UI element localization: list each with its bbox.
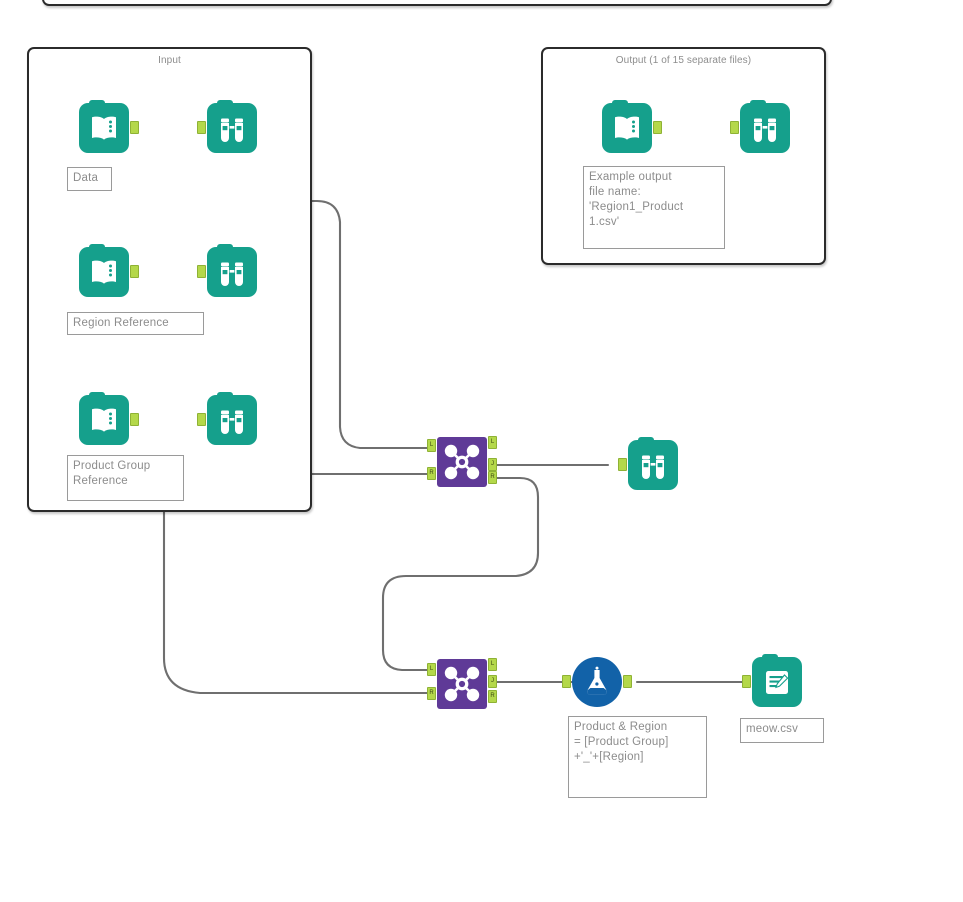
tool-formula[interactable] — [562, 657, 632, 707]
join-output-anchor-right[interactable]: R — [488, 471, 497, 484]
tool-browse-3[interactable] — [197, 392, 257, 445]
output-anchor[interactable] — [130, 265, 139, 278]
output-anchor[interactable] — [130, 121, 139, 134]
browse-icon — [207, 244, 257, 297]
browse-icon — [628, 437, 678, 490]
note-formula-expression[interactable]: Product & Region = [Product Group] +'_'+… — [568, 716, 707, 798]
tool-join-2[interactable]: L R L J R — [427, 658, 497, 709]
browse-icon — [207, 100, 257, 153]
tool-join-1[interactable]: L R L J R — [427, 436, 497, 487]
join-icon — [437, 437, 487, 487]
tool-output-data[interactable] — [742, 654, 802, 707]
tool-browse-2[interactable] — [197, 244, 257, 297]
input-anchor[interactable] — [197, 413, 206, 426]
formula-flask-icon — [572, 657, 622, 707]
join-output-anchor-left[interactable]: L — [488, 436, 497, 449]
container-input[interactable]: Input — [27, 47, 312, 512]
tool-output-browse[interactable] — [730, 100, 790, 153]
input-anchor[interactable] — [618, 458, 627, 471]
note-data[interactable]: Data — [67, 167, 112, 191]
output-anchor[interactable] — [653, 121, 662, 134]
output-data-icon — [752, 654, 802, 707]
note-meow-csv[interactable]: meow.csv — [740, 718, 824, 743]
join-input-anchor-right[interactable]: R — [427, 467, 436, 480]
join-input-anchor-right[interactable]: R — [427, 687, 436, 700]
input-anchor[interactable] — [562, 675, 571, 688]
input-anchor[interactable] — [197, 265, 206, 278]
note-example-output-filename[interactable]: Example output file name: 'Region1_Produ… — [583, 166, 725, 249]
join-output-anchor-join[interactable]: J — [488, 458, 497, 471]
input-anchor[interactable] — [197, 121, 206, 134]
input-data-icon — [79, 100, 129, 153]
output-anchor[interactable] — [130, 413, 139, 426]
container-output-title: Output (1 of 15 separate files) — [615, 55, 752, 66]
note-region-reference[interactable]: Region Reference — [67, 312, 204, 335]
container-partial-top[interactable] — [42, 0, 832, 6]
input-anchor[interactable] — [730, 121, 739, 134]
tool-input-data-2[interactable] — [79, 244, 139, 297]
output-anchor[interactable] — [623, 675, 632, 688]
input-data-icon — [79, 244, 129, 297]
browse-icon — [207, 392, 257, 445]
browse-icon — [740, 100, 790, 153]
join-input-anchor-left[interactable]: L — [427, 439, 436, 452]
tool-output-input-data[interactable] — [602, 100, 662, 153]
input-data-icon — [79, 392, 129, 445]
note-product-group-reference[interactable]: Product Group Reference — [67, 455, 184, 501]
join-input-anchor-left[interactable]: L — [427, 663, 436, 676]
tool-input-data-1[interactable] — [79, 100, 139, 153]
input-data-icon — [602, 100, 652, 153]
tool-browse-4[interactable] — [618, 437, 678, 490]
tool-input-data-3[interactable] — [79, 392, 139, 445]
join-output-anchor-join[interactable]: J — [488, 675, 497, 688]
container-input-title: Input — [158, 55, 181, 66]
input-anchor[interactable] — [742, 675, 751, 688]
join-output-anchor-right[interactable]: R — [488, 690, 497, 703]
join-icon — [437, 659, 487, 709]
tool-browse-1[interactable] — [197, 100, 257, 153]
join-output-anchor-left[interactable]: L — [488, 658, 497, 671]
